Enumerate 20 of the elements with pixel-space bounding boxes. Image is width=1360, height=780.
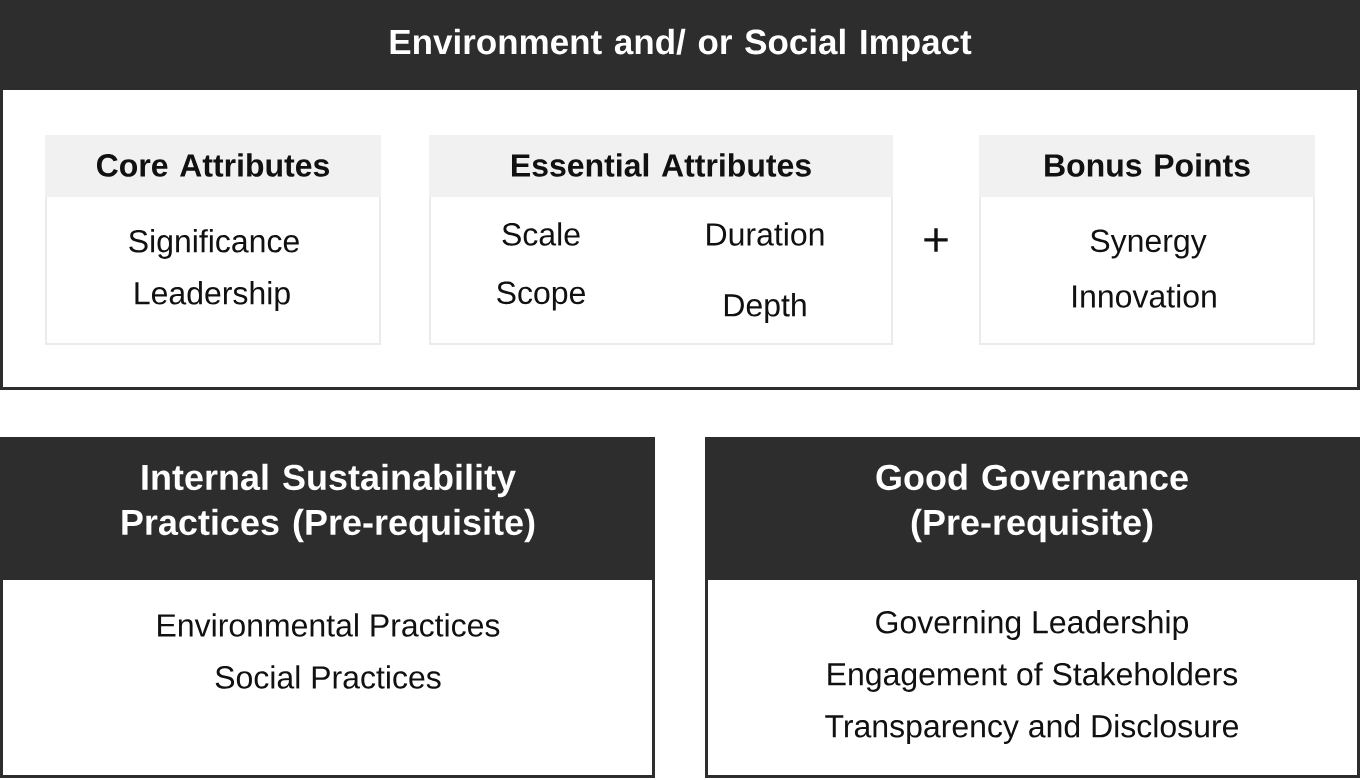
list-item: Governing Leadership (876, 610, 1188, 640)
list-item: Social Practices (215, 665, 441, 689)
list-item: Scope (497, 281, 585, 311)
list-item: Innovation (1073, 284, 1216, 308)
list-item: Duration (707, 222, 824, 246)
header-bar: Good Governance (Pre-requisite) (705, 437, 1360, 580)
list-item: Scale (502, 222, 580, 246)
card-header: Essential Attributes (429, 135, 893, 197)
header-bar: Internal Sustainability Practices (Pre-requisite) (0, 437, 655, 580)
list-item: Engagement of Stakeholders (828, 662, 1238, 692)
card-header: Core Attributes (45, 135, 381, 197)
list-item: Environmental Practices (158, 613, 500, 637)
card-header: Bonus Points (979, 135, 1315, 197)
plus-sign: + (924, 228, 948, 252)
list-item: Depth (724, 293, 806, 323)
header-bar: Environment and/ or Social Impact (0, 0, 1360, 90)
list-item: Transparency and Disclosure (825, 714, 1238, 744)
list-item: Synergy (1090, 229, 1207, 259)
list-item: Significance (129, 229, 299, 259)
list-item: Leadership (135, 281, 290, 311)
